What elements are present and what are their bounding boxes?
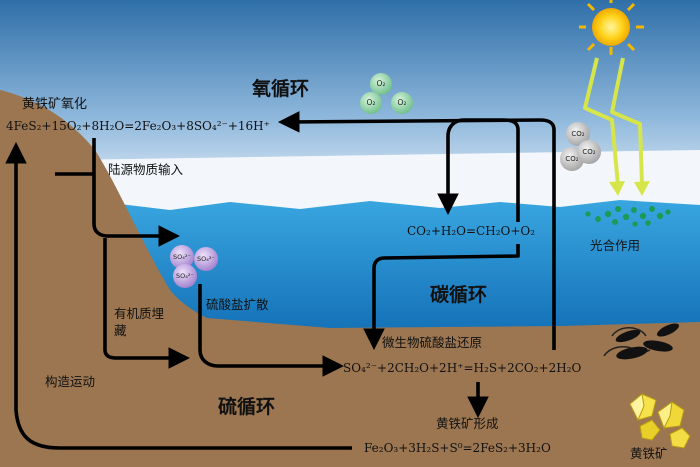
arrow-terrestrial-input bbox=[92, 138, 181, 247]
o2-molecule: O₂ bbox=[370, 73, 392, 95]
algae-dots bbox=[585, 206, 671, 227]
sulfate-diffusion-label: 硫酸盐扩散 bbox=[206, 297, 269, 312]
sunlight-ray-tips bbox=[609, 181, 650, 196]
sulfate-molecule: SO₄²⁻ bbox=[173, 264, 197, 288]
co2-molecule: CO₂ bbox=[577, 140, 601, 164]
photosynthesis-label: 光合作用 bbox=[590, 238, 641, 253]
terrestrial-input-label: 陆源物质输入 bbox=[108, 162, 184, 177]
pyrite-formation-label: 黄铁矿形成 bbox=[436, 416, 499, 431]
arrow-to-sulfate-reduction bbox=[363, 244, 520, 351]
tectonic-movement-label: 构造运动 bbox=[45, 374, 96, 389]
pyrite-oxidation-equation: 4FeS₂+15O₂+8H₂O=2Fe₂O₃+8SO₄²⁻+16H⁺ bbox=[6, 119, 270, 133]
microbial-sulfate-reduction-label: 微生物硫酸盐还原 bbox=[382, 335, 483, 350]
bacteria-icon bbox=[603, 323, 680, 360]
pyrite-formation-equation: Fe₂O₃+3H₂S+S⁰=2FeS₂+3H₂O bbox=[364, 441, 551, 455]
sun-icon bbox=[579, 0, 644, 55]
sea bbox=[75, 200, 700, 330]
pyrite-label: 黄铁矿 bbox=[630, 446, 668, 461]
organic-burial-label: 有机质埋藏 bbox=[114, 306, 165, 338]
arrow-organic-burial bbox=[103, 238, 191, 369]
sulfate-reduction-equation: SO₄²⁻+2CH₂O+2H⁺=H₂S+2CO₂+2H₂O bbox=[343, 361, 582, 375]
arrow-oxygen-return bbox=[277, 111, 556, 350]
o2-molecule: O₂ bbox=[360, 92, 382, 114]
carbon-cycle-title: 碳循环 bbox=[430, 284, 488, 306]
arrow-tectonic-movement bbox=[5, 141, 352, 450]
oxygen-cycle-title: 氧循环 bbox=[252, 78, 310, 100]
sulfur-cycle-title: 硫循环 bbox=[218, 396, 276, 418]
pyrite-oxidation-label: 黄铁矿氧化 bbox=[22, 97, 88, 112]
sulfate-molecule: SO₄²⁻ bbox=[194, 247, 218, 271]
arrow-carbon-loop bbox=[437, 118, 520, 222]
cloud-band bbox=[60, 150, 700, 212]
pyrite-crystal-icon bbox=[629, 393, 691, 449]
cycle-arrows bbox=[5, 111, 556, 450]
o2-molecule: O₂ bbox=[391, 92, 413, 114]
land-slope bbox=[0, 90, 260, 340]
photosynthesis-equation: CO₂+H₂O=CH₂O+O₂ bbox=[407, 224, 536, 238]
arrow-sulfate-diffusion bbox=[198, 284, 345, 377]
sunlight-rays bbox=[583, 57, 644, 186]
